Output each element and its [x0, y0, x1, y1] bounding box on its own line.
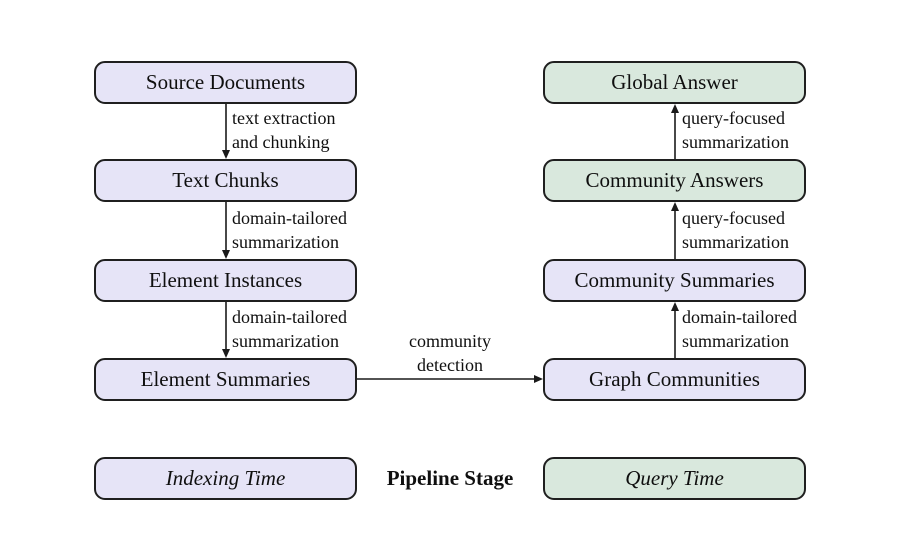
node-graph-communities: Graph Communities — [543, 358, 806, 401]
node-text-chunks: Text Chunks — [94, 159, 357, 202]
edge-label-domain-tailored-2: domain-tailored summarization — [232, 307, 347, 351]
node-community-answers: Community Answers — [543, 159, 806, 202]
edge-label-domain-tailored-3: domain-tailored summarization — [682, 307, 797, 351]
pipeline-stage-label: Pipeline Stage — [386, 466, 514, 490]
node-global-answer: Global Answer — [543, 61, 806, 104]
node-indexing-time: Indexing Time — [94, 457, 357, 500]
edge-label-community-detection: community detection — [409, 331, 491, 375]
edge-label-query-focused-2: query-focused summarization — [682, 208, 789, 252]
edge-label-domain-tailored-1: domain-tailored summarization — [232, 208, 347, 252]
edge-label-query-focused-1: query-focused summarization — [682, 108, 789, 152]
node-element-summaries: Element Summaries — [94, 358, 357, 401]
node-element-instances: Element Instances — [94, 259, 357, 302]
node-community-summaries: Community Summaries — [543, 259, 806, 302]
node-source-documents: Source Documents — [94, 61, 357, 104]
node-query-time: Query Time — [543, 457, 806, 500]
edge-label-text-extraction: text extraction and chunking — [232, 108, 336, 152]
